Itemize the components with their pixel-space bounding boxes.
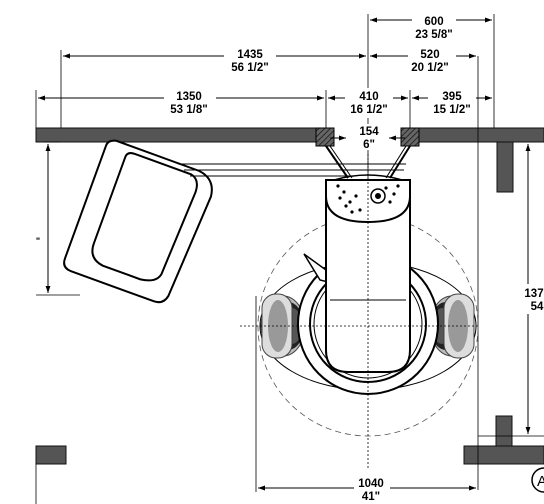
dim-137-mm: 137 [524,288,543,300]
dim-1435-in: 56 1/2" [231,62,268,74]
dim-395-mm: 395 [442,91,462,103]
dim-410-in: 16 1/2" [350,104,387,116]
dim-1350-mm: 1350 [176,91,202,103]
dim-1435-mm: 1435 [237,49,263,61]
unit-head [325,174,411,224]
dim-395-in: 15 1/2" [433,104,470,116]
dim-1040-mm: 1040 [358,478,384,490]
dim-137-in: 54 [531,301,544,313]
left-lower-block [35,445,67,465]
dim-410-mm: 410 [359,91,378,103]
dim-520-mm: 520 [420,49,439,61]
centerlines [240,150,480,470]
dim-1350-in: 53 1/8" [170,104,207,116]
corner-marker-a: A [531,467,544,493]
hatched-mount-left [315,127,335,147]
left-partial-label: " [36,236,40,246]
dim-520-in: 20 1/2" [411,62,448,74]
right-wall-stub [496,141,514,193]
dim-600-mm: 600 [424,16,443,28]
back-wall-right [416,127,544,143]
dimension-labels: 600 23 5/8" 1435 56 1/2" 520 20 1/2" 135… [36,12,544,504]
hatched-mount-right [400,127,420,147]
support-rods [325,145,411,179]
right-lower-bar [463,445,544,465]
seat-shell [63,139,213,304]
dim-1040-in: 41" [362,491,380,503]
back-wall-left [35,127,318,143]
dim-154-mm: 154 [359,126,379,138]
corner-marker-letter: A [537,473,544,490]
dim-154-in: 6" [363,139,375,151]
dim-600-in: 23 5/8" [415,29,452,41]
seat-rails [178,163,406,177]
